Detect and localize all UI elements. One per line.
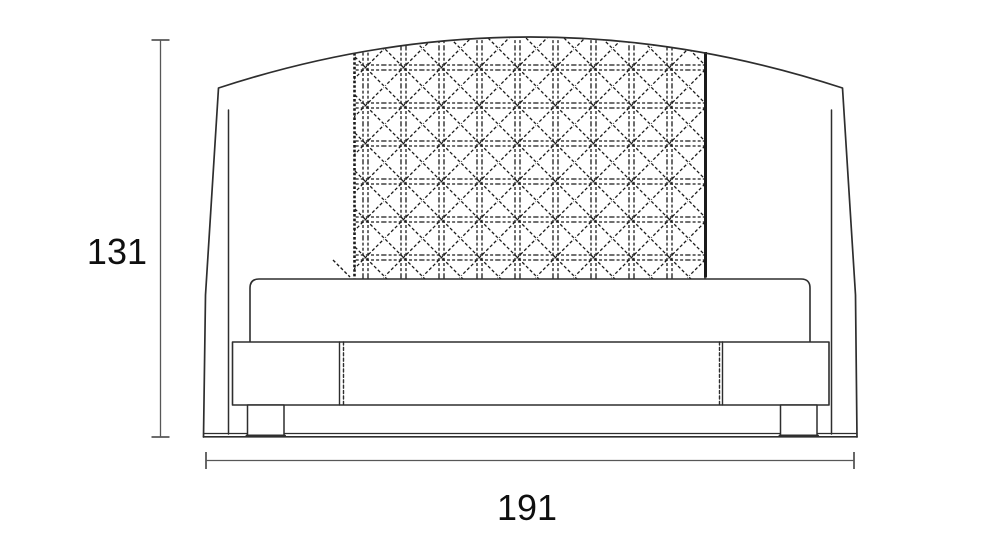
headboard-outline [202, 36, 858, 438]
height-dimension [151, 39, 170, 438]
height-dimension-label: 131 [87, 231, 147, 272]
mattress [249, 278, 811, 343]
cane-panel-stray-diagonal [332, 259, 351, 278]
headboard-cane-panel [354, 37, 706, 279]
left-leg [246, 404, 285, 437]
width-dimension [205, 452, 855, 469]
bed-base-rail [231, 341, 830, 406]
right-leg [779, 404, 818, 437]
width-dimension-label: 191 [497, 487, 557, 528]
